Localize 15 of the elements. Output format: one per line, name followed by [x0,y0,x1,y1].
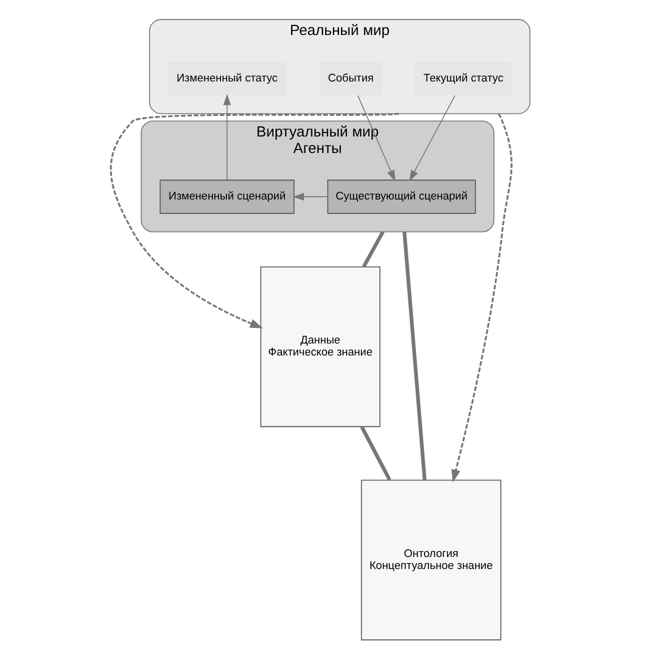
arrow [223,94,231,181]
node-box: Онтология Концептуальное знание [360,480,502,640]
node-box: Измененный статус [168,62,287,96]
arrow [292,192,328,201]
node-box: Существующий сценарий [327,180,476,214]
connector [362,230,384,268]
arrow [357,94,396,182]
node-box: Текущий статус [414,62,512,96]
connector [360,426,392,481]
connector [402,232,427,480]
arrow [110,112,399,328]
node-box: Измененный сценарий [160,180,294,214]
node-box: События [319,62,382,96]
node-box: Данные Фактическое знание [260,266,380,428]
arrow [409,94,456,182]
